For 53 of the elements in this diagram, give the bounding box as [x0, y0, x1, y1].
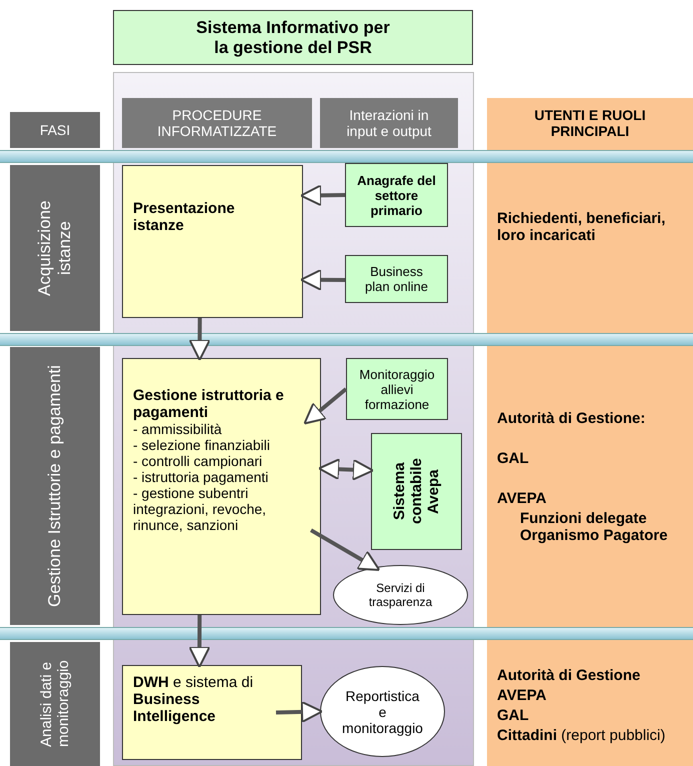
system-box: [371, 433, 462, 550]
arrow: [188, 615, 210, 668]
role-text: Funzioni delegate Organismo Pagatore: [520, 510, 669, 544]
role-text: GAL: [497, 450, 529, 467]
node-heading: Analisi dati e monitoraggio: [38, 660, 72, 750]
title-box: [113, 10, 473, 65]
list-item: - istruttoria pagamenti: [133, 469, 268, 485]
process-box: [122, 358, 321, 615]
arrow: [318, 458, 374, 481]
arrow: [310, 528, 380, 571]
arrow: [276, 700, 323, 723]
node-heading: Acquisizione istanze: [35, 199, 75, 298]
node-heading: Reportistica e monitoraggio: [342, 688, 423, 736]
list-item: - selezione finanziabili: [133, 437, 270, 453]
role-text: Richiedenti, beneficiari, loro incaricati: [497, 210, 666, 244]
phase-band: [10, 165, 100, 331]
role-text: Autorità di Gestione: [497, 667, 640, 684]
role-text: Cittadini (report pubblici): [497, 727, 666, 744]
role-text: AVEPA: [497, 687, 546, 704]
node-heading: Business plan online: [364, 264, 429, 294]
node-heading: Sistema Informativo per la gestione del PSR: [195, 18, 391, 58]
list-item: - gestione subentri integrazioni, revoche, rinunce, sanzioni: [133, 485, 268, 533]
system-box: [346, 358, 448, 420]
column-header: [320, 98, 458, 148]
role-text: Autorità di Gestione:: [497, 410, 646, 427]
node-heading: Interazioni in input e output: [346, 107, 432, 139]
node-heading: FASI: [40, 122, 70, 138]
list-item: - ammissibilità: [133, 421, 222, 437]
node-heading: PROCEDURE INFORMATIZZATE: [156, 107, 278, 139]
process-box: [122, 165, 303, 318]
column-header: [10, 112, 100, 148]
node-heading: Presentazione istanze: [133, 200, 236, 234]
phase-band: [10, 347, 100, 625]
node-heading: Servizi di trasparenza: [368, 581, 432, 609]
role-text: GAL: [497, 707, 529, 724]
system-box: [345, 163, 448, 227]
node-heading: UTENTI E RUOLI PRINCIPALI: [533, 107, 647, 139]
arrow: [303, 387, 348, 425]
arrow: [188, 318, 211, 361]
role-text: AVEPA: [497, 490, 546, 507]
node-heading: Gestione Istruttorie e pagamenti: [45, 365, 65, 607]
phase-band: [10, 642, 100, 766]
arrow: [300, 184, 346, 206]
column-header: [122, 98, 312, 148]
process-box: [122, 665, 302, 760]
node-heading: Monitoraggio allievi formazione: [358, 366, 436, 412]
arrow: [300, 268, 345, 291]
node-heading: Anagrafe del settore primario: [356, 172, 437, 218]
node-heading: Gestione istruttoria e pagamenti: [133, 387, 285, 421]
system-box: [345, 255, 448, 303]
node-heading: DWH e sistema di Business Intelligence: [133, 674, 254, 725]
list-item: - controlli campionari: [133, 453, 262, 469]
node-heading: Sistema contabile Avepa: [391, 458, 442, 524]
